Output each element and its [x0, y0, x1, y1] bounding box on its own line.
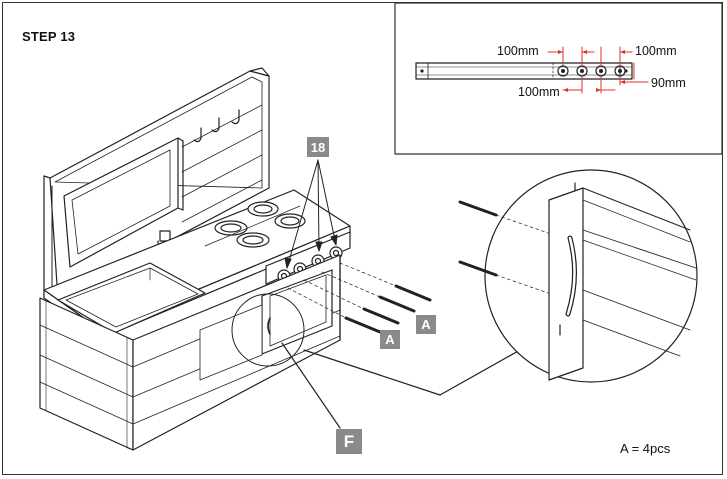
screw: [339, 262, 432, 302]
hook: [193, 127, 202, 143]
screw: [303, 279, 400, 325]
step-title: STEP 13: [22, 29, 76, 44]
callout-arrows: [284, 159, 338, 269]
hook: [231, 109, 240, 125]
dimension-label: 90mm: [651, 76, 686, 90]
dimension-label: 100mm: [635, 44, 677, 58]
dimension-lines: [547, 46, 649, 94]
magnified-handle-view: [484, 169, 698, 383]
detail-box: [394, 2, 723, 155]
hook: [211, 117, 220, 133]
dimension-label: 100mm: [518, 85, 560, 99]
screw: [321, 271, 416, 313]
stove-burner: [247, 201, 279, 217]
step-frame: [2, 2, 723, 475]
screw: [458, 200, 549, 234]
stove-burner: [236, 232, 270, 248]
screw-type-label: A: [416, 315, 436, 334]
handle-detail-circle: [231, 293, 521, 429]
mirror-frame: [63, 137, 184, 268]
dimension-arrows: [558, 50, 625, 92]
stove-burner: [274, 213, 306, 229]
dimension-label: 100mm: [497, 44, 539, 58]
screw: [287, 287, 382, 334]
screw: [458, 260, 549, 294]
mud-kitchen-body: [39, 67, 351, 451]
quantity-note: A = 4pcs: [620, 441, 671, 456]
stove-burner: [214, 220, 248, 236]
screw-count-badge: 18: [307, 137, 329, 157]
sink: [57, 262, 206, 334]
handle-part-label: F: [336, 429, 362, 454]
screw-type-label: A: [380, 330, 400, 349]
